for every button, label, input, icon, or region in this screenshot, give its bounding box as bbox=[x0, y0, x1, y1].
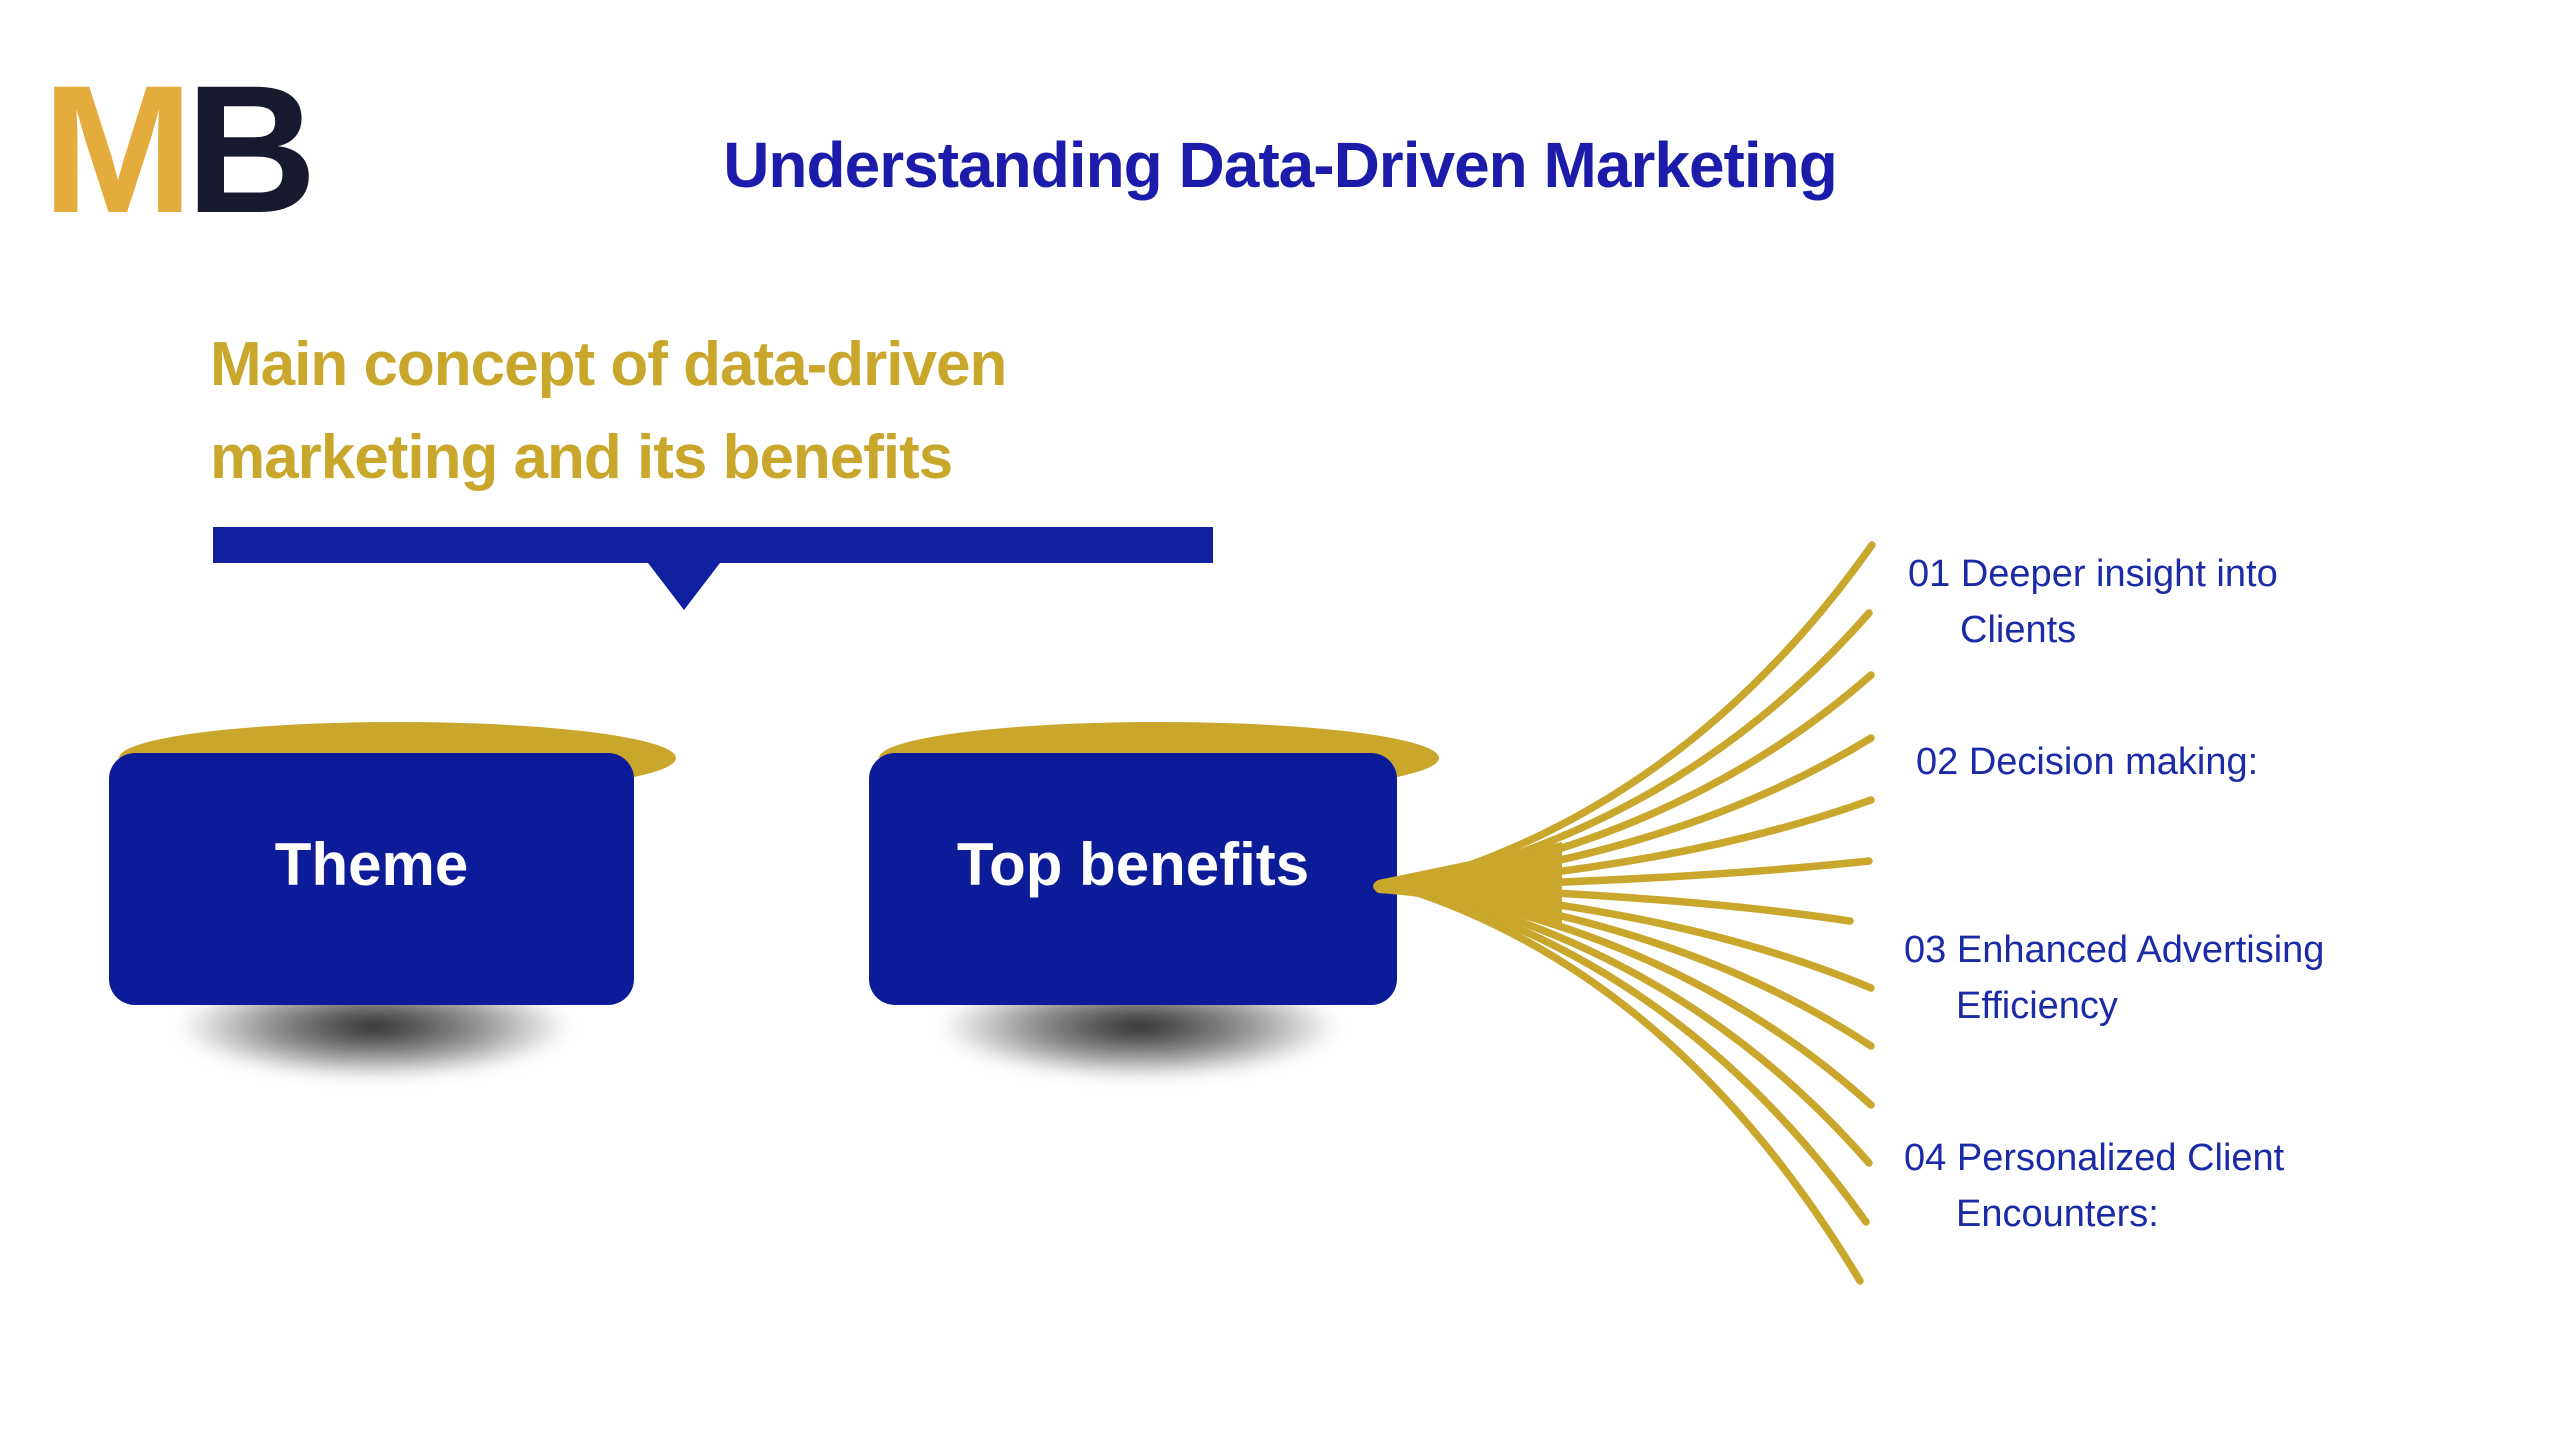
brand-logo: MB bbox=[42, 58, 317, 240]
benefit-item-4: 04 Personalized Client Encounters: bbox=[1904, 1130, 2284, 1242]
theme-node-label: Theme bbox=[274, 831, 469, 898]
benefit-item-1: 01 Deeper insight into Clients bbox=[1908, 546, 2278, 658]
page-title: Understanding Data-Driven Marketing bbox=[723, 129, 1838, 201]
benefit-item-1-line-1: 01 Deeper insight into bbox=[1908, 553, 2278, 595]
theme-node-shadow bbox=[89, 995, 659, 1170]
benefit-item-2: 02 Decision making: bbox=[1916, 734, 2258, 790]
benefit-item-3: 03 Enhanced Advertising Efficiency bbox=[1904, 922, 2324, 1034]
subtitle: Main concept of data-driven marketing an… bbox=[210, 318, 1007, 504]
logo-letter-b: B bbox=[185, 47, 317, 251]
theme-node: Theme bbox=[89, 722, 676, 1170]
top-benefits-node-body bbox=[869, 753, 1397, 1005]
top-benefits-node: Top benefits bbox=[849, 722, 1439, 1170]
top-benefits-node-shadow bbox=[849, 995, 1429, 1170]
top-benefits-node-label: Top benefits bbox=[956, 831, 1310, 898]
benefit-item-4-number: 04 bbox=[1904, 1137, 1947, 1179]
theme-node-body bbox=[109, 753, 634, 1005]
subtitle-underline-bar bbox=[213, 527, 1213, 563]
logo-letter-m: M bbox=[42, 47, 194, 251]
benefit-item-4-line-2: Encounters: bbox=[1956, 1193, 2159, 1235]
benefit-item-1-line-2: Clients bbox=[1960, 609, 2077, 651]
benefit-item-3-line-2: Efficiency bbox=[1956, 985, 2118, 1027]
benefit-item-4-line-1: 04 Personalized Client bbox=[1904, 1137, 2285, 1179]
benefit-item-1-number: 01 bbox=[1908, 553, 1951, 595]
subtitle-line-2: marketing and its benefits bbox=[210, 423, 953, 492]
fan-wedge bbox=[1373, 842, 1562, 931]
benefit-item-2-line-1: 02 Decision making: bbox=[1916, 741, 2259, 783]
underline-pointer-triangle bbox=[648, 563, 720, 610]
benefit-item-2-number: 02 bbox=[1916, 741, 1959, 783]
subtitle-line-1: Main concept of data-driven bbox=[210, 330, 1007, 399]
benefit-item-3-line-1: 03 Enhanced Advertising bbox=[1904, 929, 2325, 971]
benefit-item-3-number: 03 bbox=[1904, 929, 1947, 971]
